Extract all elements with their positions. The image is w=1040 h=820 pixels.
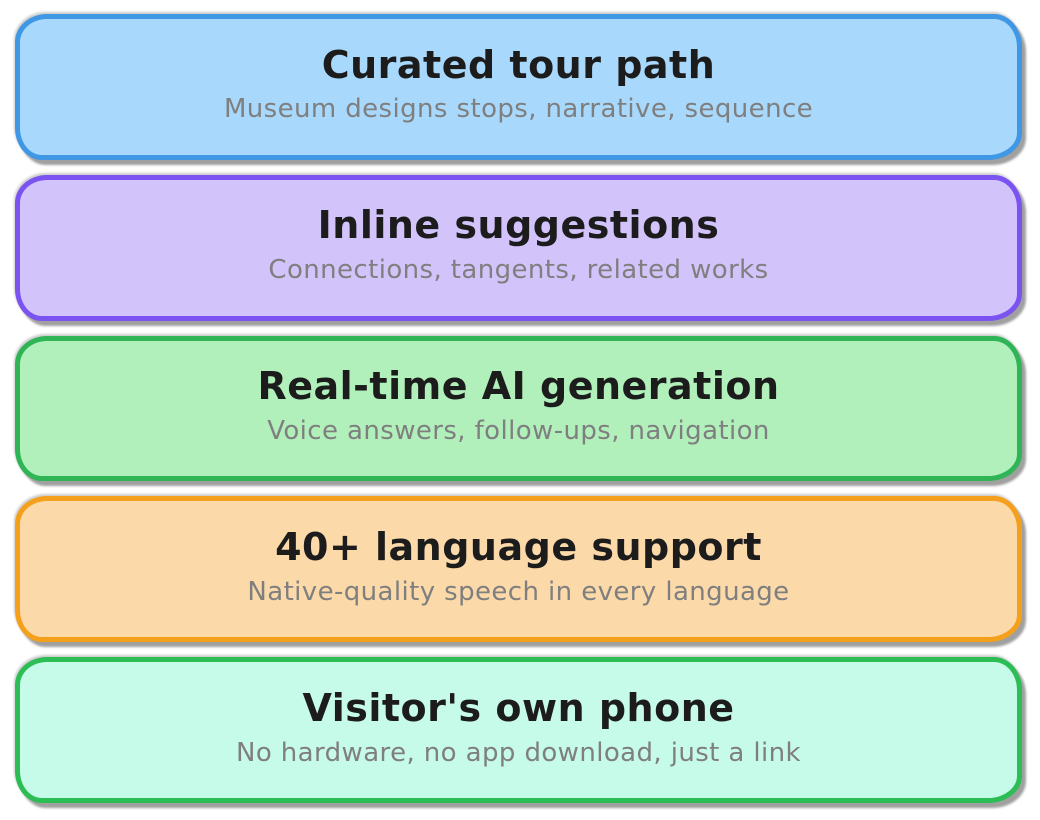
card-subtitle: Native-quality speech in every language	[247, 576, 790, 607]
feature-card-language-support: 40+ language support Native-quality spee…	[15, 496, 1022, 643]
card-subtitle: Voice answers, follow-ups, navigation	[267, 415, 770, 446]
card-title: Visitor's own phone	[302, 685, 735, 730]
card-subtitle: Museum designs stops, narrative, sequenc…	[223, 94, 814, 125]
feature-card-real-time-ai-generation: Real-time AI generation Voice answers, f…	[15, 335, 1022, 482]
card-subtitle: No hardware, no app download, just a lin…	[235, 737, 801, 768]
card-subtitle: Connections, tangents, related works	[268, 255, 769, 286]
card-title: 40+ language support	[275, 524, 762, 569]
card-title: Inline suggestions	[317, 203, 720, 248]
feature-card-inline-suggestions: Inline suggestions Connections, tangents…	[15, 174, 1022, 321]
card-title: Real-time AI generation	[257, 364, 780, 409]
feature-card-visitors-own-phone: Visitor's own phone No hardware, no app …	[15, 657, 1022, 803]
card-title: Curated tour path	[321, 42, 716, 87]
feature-card-curated-tour-path: Curated tour path Museum designs stops, …	[15, 14, 1022, 160]
